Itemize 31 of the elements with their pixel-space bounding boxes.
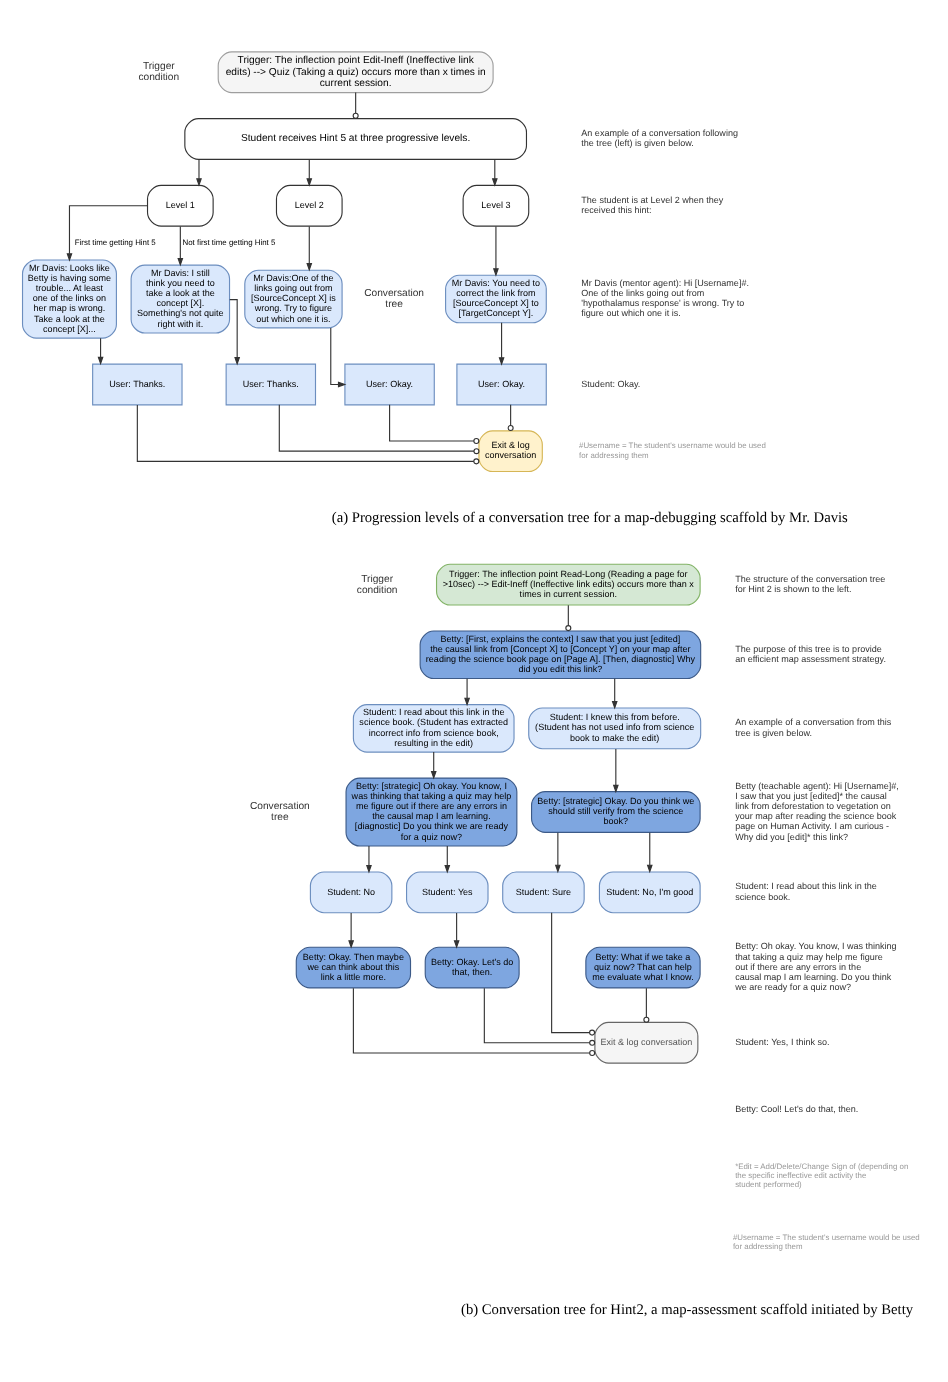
arrow bbox=[491, 225, 498, 277]
connector bbox=[506, 404, 513, 432]
connector bbox=[135, 404, 479, 465]
arrow bbox=[65, 205, 147, 262]
connector bbox=[351, 987, 595, 1057]
arrow bbox=[443, 845, 450, 874]
connector bbox=[550, 912, 595, 1036]
arrow bbox=[610, 678, 617, 710]
arrow bbox=[497, 322, 504, 366]
arrow bbox=[463, 678, 470, 707]
arrow bbox=[176, 225, 183, 267]
arrow bbox=[490, 158, 497, 187]
arrow bbox=[305, 158, 312, 187]
arrow bbox=[96, 337, 103, 366]
arrow bbox=[305, 225, 312, 272]
arrow bbox=[553, 832, 560, 874]
connector bbox=[564, 604, 571, 632]
arrow bbox=[611, 748, 618, 794]
connector bbox=[388, 404, 479, 445]
arrow bbox=[429, 751, 436, 780]
arrow bbox=[452, 912, 459, 949]
arrow bbox=[228, 299, 240, 366]
connector bbox=[642, 987, 649, 1023]
arrow bbox=[195, 158, 201, 187]
connector bbox=[277, 404, 479, 455]
arrow bbox=[347, 912, 354, 949]
connector bbox=[351, 92, 358, 119]
connector bbox=[482, 987, 595, 1046]
arrow bbox=[365, 845, 371, 874]
arrow bbox=[329, 327, 346, 388]
arrow bbox=[645, 832, 652, 874]
